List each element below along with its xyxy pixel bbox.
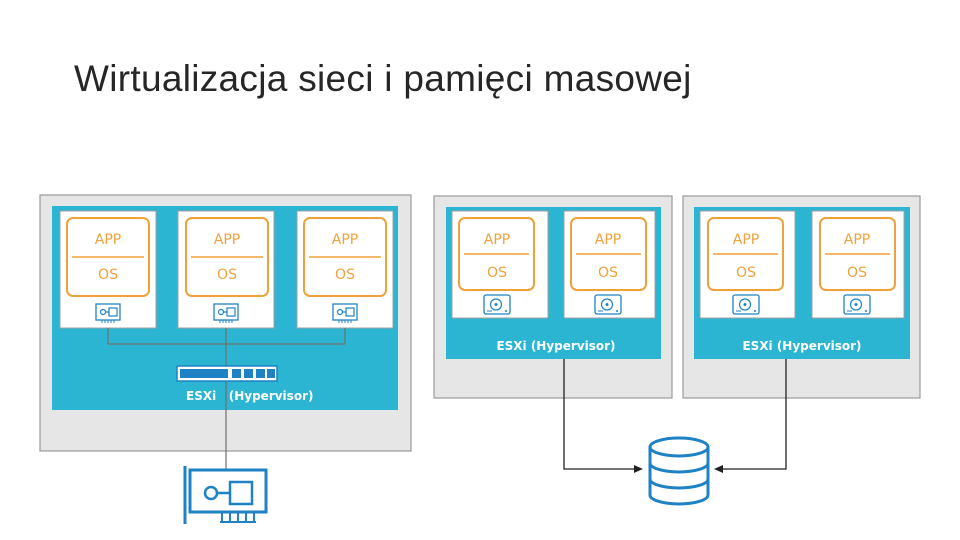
virtual-nic-icon	[95, 303, 121, 323]
virtual-nic-icon	[332, 303, 358, 323]
virtual-disk-icon	[483, 294, 511, 315]
storage-links	[563, 359, 787, 473]
hypervisor-label: ESXi (Hypervisor)	[496, 339, 615, 353]
virtual-machine: APP OS	[563, 210, 656, 319]
virtual-nic-icon	[213, 303, 239, 323]
app-label: APP	[332, 232, 358, 248]
app-label: APP	[733, 232, 759, 248]
os-label: OS	[847, 265, 867, 281]
os-label: OS	[736, 265, 756, 281]
app-label: APP	[214, 232, 240, 248]
os-label: OS	[98, 267, 118, 283]
virtual-machine: APP OS	[451, 210, 549, 319]
app-label: APP	[95, 232, 121, 248]
os-label: OS	[487, 265, 507, 281]
os-label: OS	[217, 267, 237, 283]
hypervisor-label: ESXi (Hypervisor)	[186, 389, 313, 403]
virtual-network-links	[107, 328, 346, 366]
hypervisor-label: ESXi (Hypervisor)	[742, 339, 861, 353]
network-host: APP OS APP OS	[39, 194, 412, 524]
virtual-machine: APP OS	[811, 210, 905, 319]
app-label: APP	[484, 232, 510, 248]
virtual-disk-icon	[594, 294, 622, 315]
datastore-icon	[648, 436, 710, 506]
virtual-machine: APP OS	[177, 210, 275, 329]
app-label: APP	[844, 232, 870, 248]
virtual-disk-icon	[732, 294, 760, 315]
os-label: OS	[335, 267, 355, 283]
virtual-machine: APP OS	[59, 210, 157, 329]
virtual-machine: APP OS	[699, 210, 796, 319]
virtual-machine: APP OS	[296, 210, 394, 329]
virtual-switch-icon	[176, 365, 278, 382]
virtual-disk-icon	[843, 294, 871, 315]
storage-host: APP OS APP OS ESXi (Hy	[433, 195, 673, 399]
physical-nic-icon	[183, 466, 268, 524]
os-label: OS	[598, 265, 618, 281]
storage-host: APP OS APP OS ESXi (Hy	[682, 195, 921, 399]
slide-title: Wirtualizacja sieci i pamięci masowej	[74, 58, 692, 99]
app-label: APP	[595, 232, 621, 248]
